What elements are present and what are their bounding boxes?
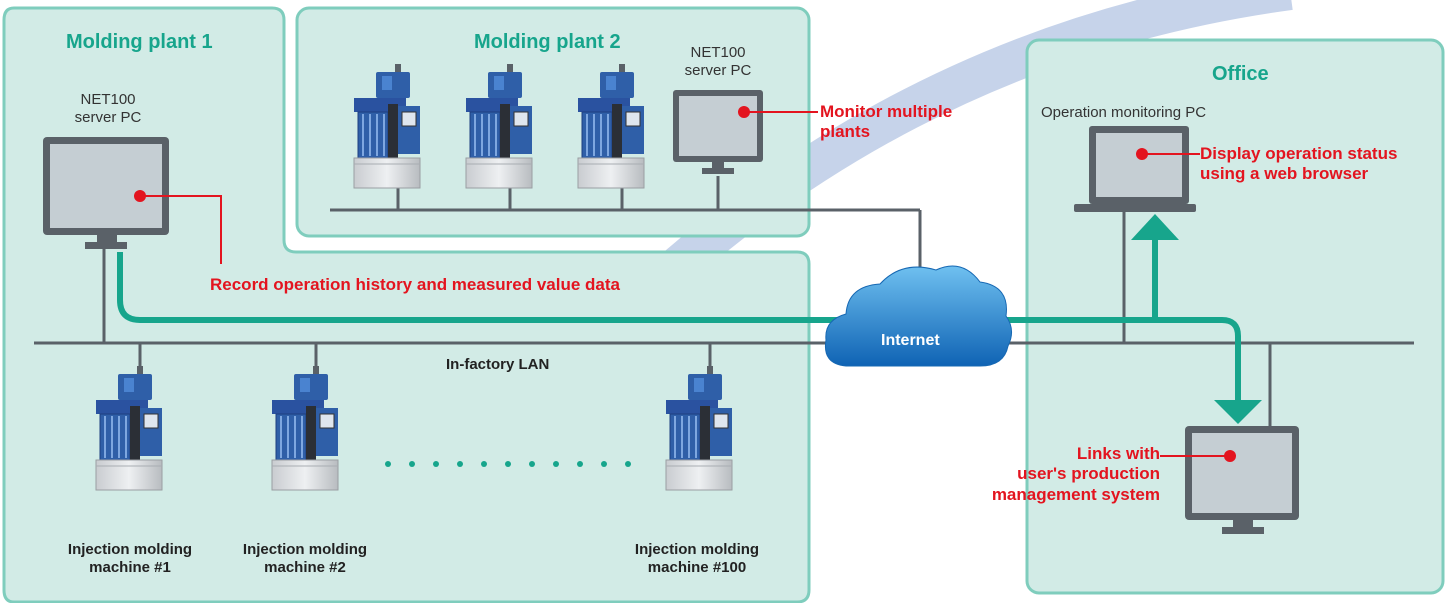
office-monitor-icon <box>1185 426 1299 534</box>
machine-2-label: Injection molding machine #2 <box>215 541 395 577</box>
data-flow-lines <box>117 238 1241 402</box>
plant2-server-label-line1: NET100 <box>690 44 746 61</box>
links-callout-line3: management system <box>991 484 1160 504</box>
plant2-title: Molding plant 2 <box>474 31 621 53</box>
office-laptop-icon <box>1074 126 1196 212</box>
callout-dots <box>134 106 1236 462</box>
display-callout-line1: Display operation status <box>1200 144 1398 163</box>
plant1-title: Molding plant 1 <box>66 31 213 53</box>
machine-100-label-line2: machine #100 <box>647 559 747 576</box>
monitor-callout-line1: Monitor multiple <box>820 102 953 121</box>
office-pc-label: Operation monitoring PC <box>1041 104 1207 121</box>
links-callout-line1: Links with <box>1076 444 1160 463</box>
machine-2-label-line1: Injection molding <box>242 541 368 558</box>
display-callout-line2: using a web browser <box>1200 164 1369 184</box>
plant1-server-label-line1: NET100 <box>80 91 136 108</box>
machine-1-label-line1: Injection molding <box>67 541 193 558</box>
machine-1-label-line2: machine #1 <box>89 559 171 576</box>
plant2-server-monitor-icon <box>673 90 763 174</box>
links-callout: Links with user's production management … <box>980 444 1160 505</box>
machine-1-label: Injection molding machine #1 <box>40 541 220 577</box>
lan-label: In-factory LAN <box>446 356 550 373</box>
plant2-server-label: NET100 server PC <box>678 44 758 80</box>
links-callout-line2: user's production <box>1017 464 1160 484</box>
plant1-server-label: NET100 server PC <box>68 91 148 127</box>
down-arrow <box>1214 400 1262 424</box>
monitor-callout-line2: plants <box>820 122 871 142</box>
record-callout: Record operation history and measured va… <box>210 275 621 294</box>
office-title: Office <box>1212 63 1269 85</box>
callout-leaders <box>140 111 1230 457</box>
plant1-server-monitor-icon <box>43 137 169 249</box>
internet-label: Internet <box>881 332 940 349</box>
plant1-panel <box>2 6 811 603</box>
plant2-server-label-line2: server PC <box>684 62 752 79</box>
machine-2-label-line2: machine #2 <box>264 559 346 576</box>
monitor-callout: Monitor multiple plants <box>820 102 952 143</box>
ellipsis-dots <box>385 461 631 467</box>
up-arrow <box>1131 214 1179 240</box>
machine-100-label-line1: Injection molding <box>634 541 760 558</box>
display-callout: Display operation status using a web bro… <box>1200 144 1397 185</box>
internet-cloud-icon <box>824 265 1012 367</box>
machine-100-label: Injection molding machine #100 <box>607 541 787 577</box>
plant2-panel <box>295 6 811 238</box>
data-flow-path <box>117 252 1241 402</box>
plant1-server-label-line2: server PC <box>74 109 142 126</box>
network-lines <box>34 176 1414 428</box>
